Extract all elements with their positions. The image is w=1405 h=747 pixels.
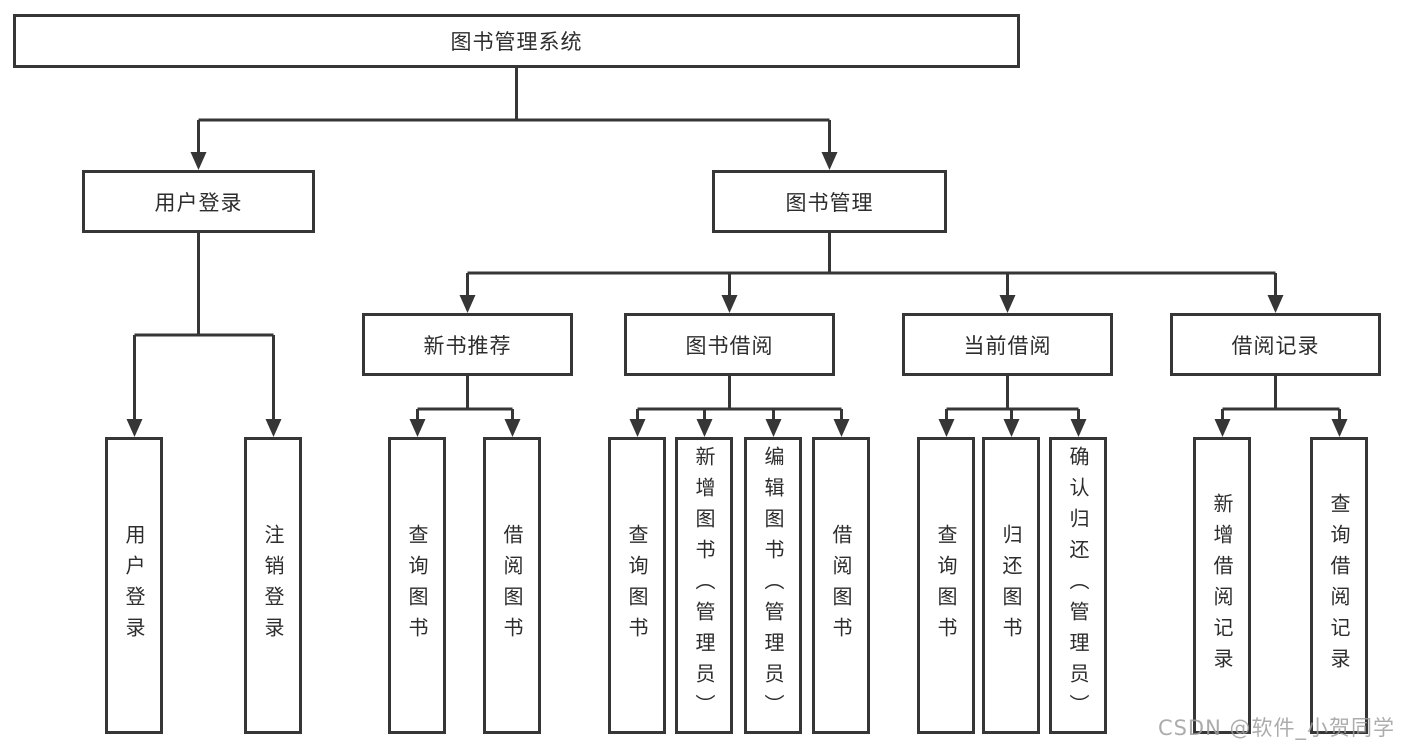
node-root-system-label: 图书管理系统 <box>450 30 583 54</box>
leaf-current-query-book-label: 查询图书 <box>934 523 958 648</box>
leaf-logout: 注销登录 <box>244 437 302 734</box>
node-current-borrow-label: 当前借阅 <box>963 333 1052 358</box>
connector-current-to-leaves <box>938 376 1087 437</box>
connector-user-login-to-leaves <box>126 233 282 437</box>
node-borrow-records-label: 借阅记录 <box>1231 333 1320 358</box>
leaf-records-add-record: 新增借阅记录 <box>1193 437 1251 734</box>
node-borrow-records: 借阅记录 <box>1170 313 1381 376</box>
leaf-borrow-borrow-book-label: 借阅图书 <box>829 523 853 648</box>
node-book-management-label: 图书管理 <box>785 190 874 215</box>
connector-root-to-level2 <box>190 68 838 170</box>
leaf-borrow-borrow-book: 借阅图书 <box>812 437 870 734</box>
node-user-login: 用户登录 <box>82 170 315 233</box>
leaf-newbooks-borrow-book-label: 借阅图书 <box>500 523 524 648</box>
connector-new-books-to-leaves <box>409 376 521 437</box>
leaf-borrow-edit-book-admin-label: 编辑图书（管理员） <box>761 446 785 725</box>
leaf-records-query-record-label: 查询借阅记录 <box>1327 492 1351 679</box>
connector-records-to-leaves <box>1214 376 1348 437</box>
leaf-newbooks-query-book: 查询图书 <box>388 437 446 734</box>
leaf-current-return-book: 归还图书 <box>982 437 1040 734</box>
csdn-watermark: CSDN @软件_小贺同学 <box>1157 716 1395 740</box>
node-current-borrow: 当前借阅 <box>902 313 1113 376</box>
leaf-borrow-add-book-admin: 新增图书（管理员） <box>675 437 733 734</box>
node-book-borrow-label: 图书借阅 <box>685 333 774 358</box>
leaf-records-add-record-label: 新增借阅记录 <box>1210 492 1234 679</box>
node-root-system: 图书管理系统 <box>13 14 1020 68</box>
node-book-management: 图书管理 <box>712 170 947 233</box>
leaf-borrow-query-book-label: 查询图书 <box>625 523 649 648</box>
leaf-borrow-query-book: 查询图书 <box>608 437 666 734</box>
leaf-current-confirm-return-admin-label: 确认归还（管理员） <box>1066 446 1090 725</box>
node-new-book-recommend: 新书推荐 <box>362 313 573 376</box>
leaf-newbooks-query-book-label: 查询图书 <box>405 523 429 648</box>
connector-book-mgmt-to-level3 <box>459 233 1284 313</box>
leaf-user-login: 用户登录 <box>105 437 163 734</box>
leaf-newbooks-borrow-book: 借阅图书 <box>483 437 541 734</box>
leaf-current-return-book-label: 归还图书 <box>999 523 1023 648</box>
leaf-current-confirm-return-admin: 确认归还（管理员） <box>1049 437 1107 734</box>
node-book-borrow: 图书借阅 <box>624 313 835 376</box>
leaf-borrow-edit-book-admin: 编辑图书（管理员） <box>744 437 802 734</box>
node-user-login-label: 用户登录 <box>154 190 243 215</box>
leaf-logout-label: 注销登录 <box>261 523 285 648</box>
leaf-records-query-record: 查询借阅记录 <box>1310 437 1368 734</box>
node-new-book-recommend-label: 新书推荐 <box>423 333 512 358</box>
leaf-current-query-book: 查询图书 <box>917 437 975 734</box>
leaf-user-login-label: 用户登录 <box>122 523 146 648</box>
connector-borrow-to-leaves <box>629 376 850 437</box>
leaf-borrow-add-book-admin-label: 新增图书（管理员） <box>692 446 716 725</box>
